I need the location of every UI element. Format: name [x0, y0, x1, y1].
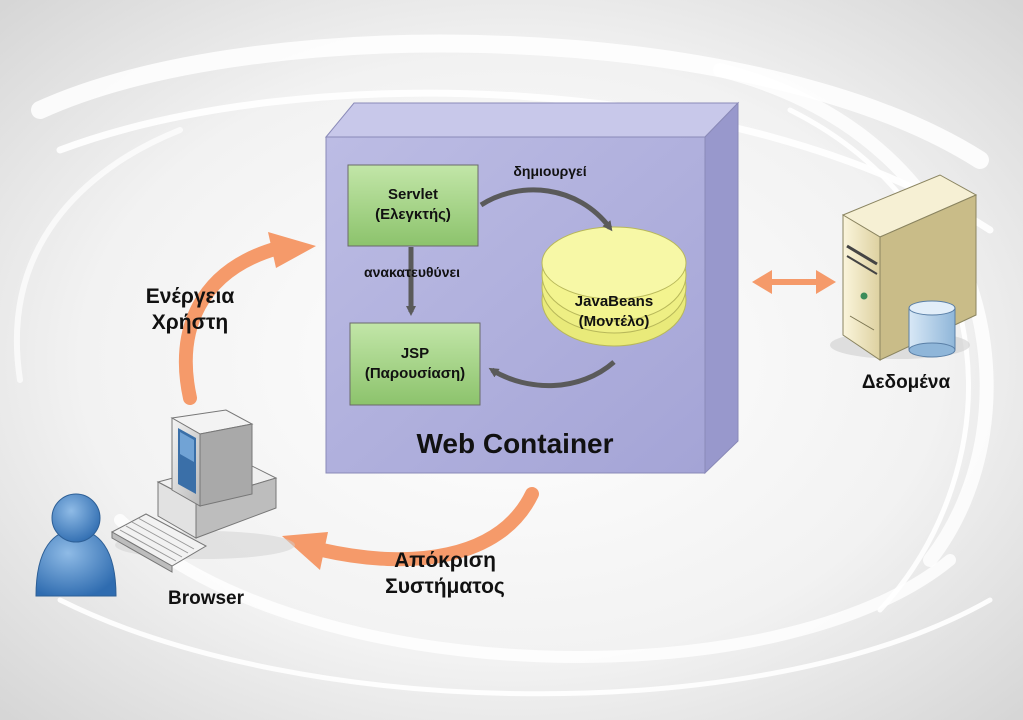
database-icon — [908, 300, 956, 358]
user-action-line2: Χρήστη — [151, 311, 229, 334]
system-response-line1: Απόκριση — [394, 549, 496, 572]
creates-edge-label: δημιουργεί — [513, 163, 587, 179]
internal-arrows — [406, 187, 616, 388]
javabeans-role: (Μοντέλο) — [578, 313, 650, 330]
user-action-label: Ενέργεια Χρήστη — [120, 284, 260, 336]
data-link-head-right — [816, 270, 836, 294]
flow-arrows — [178, 232, 836, 570]
user-person-icon — [35, 493, 117, 597]
system-response-line2: Συστήματος — [385, 575, 505, 598]
redirects-edge-label: ανακατευθύνει — [363, 264, 461, 280]
data-link-head-left — [752, 270, 772, 294]
javabeans-name: JavaBeans — [574, 293, 654, 310]
user-action-arrow-shaft — [178, 241, 285, 405]
javabeans-label: JavaBeans (Μοντέλο) — [554, 292, 674, 332]
jsp-role: (Παρουσίαση) — [364, 365, 466, 382]
data-label: Δεδομένα — [861, 372, 951, 393]
web-container-label: Web Container — [416, 428, 614, 459]
system-response-label: Απόκριση Συστήματος — [360, 548, 530, 600]
jsp-name: JSP — [400, 345, 430, 362]
javabeans-model — [541, 226, 687, 347]
jsp-label: JSP (Παρουσίαση) — [350, 344, 480, 384]
servlet-role: (Ελεγκτής) — [375, 206, 451, 223]
servlet-name: Servlet — [387, 186, 439, 203]
jsp-box — [349, 322, 481, 406]
user-action-line1: Ενέργεια — [145, 285, 235, 308]
creates-arrow — [479, 187, 613, 232]
browser-label: Browser — [167, 588, 245, 609]
model-to-view-arrow — [488, 360, 616, 388]
servlet-box — [347, 164, 479, 247]
computer-icon — [110, 409, 295, 573]
servlet-label: Servlet (Ελεγκτής) — [348, 185, 478, 225]
system-response-arrow-head — [282, 532, 328, 570]
system-response-arrow-shaft — [315, 487, 539, 567]
user-action-arrow-head — [268, 232, 316, 268]
